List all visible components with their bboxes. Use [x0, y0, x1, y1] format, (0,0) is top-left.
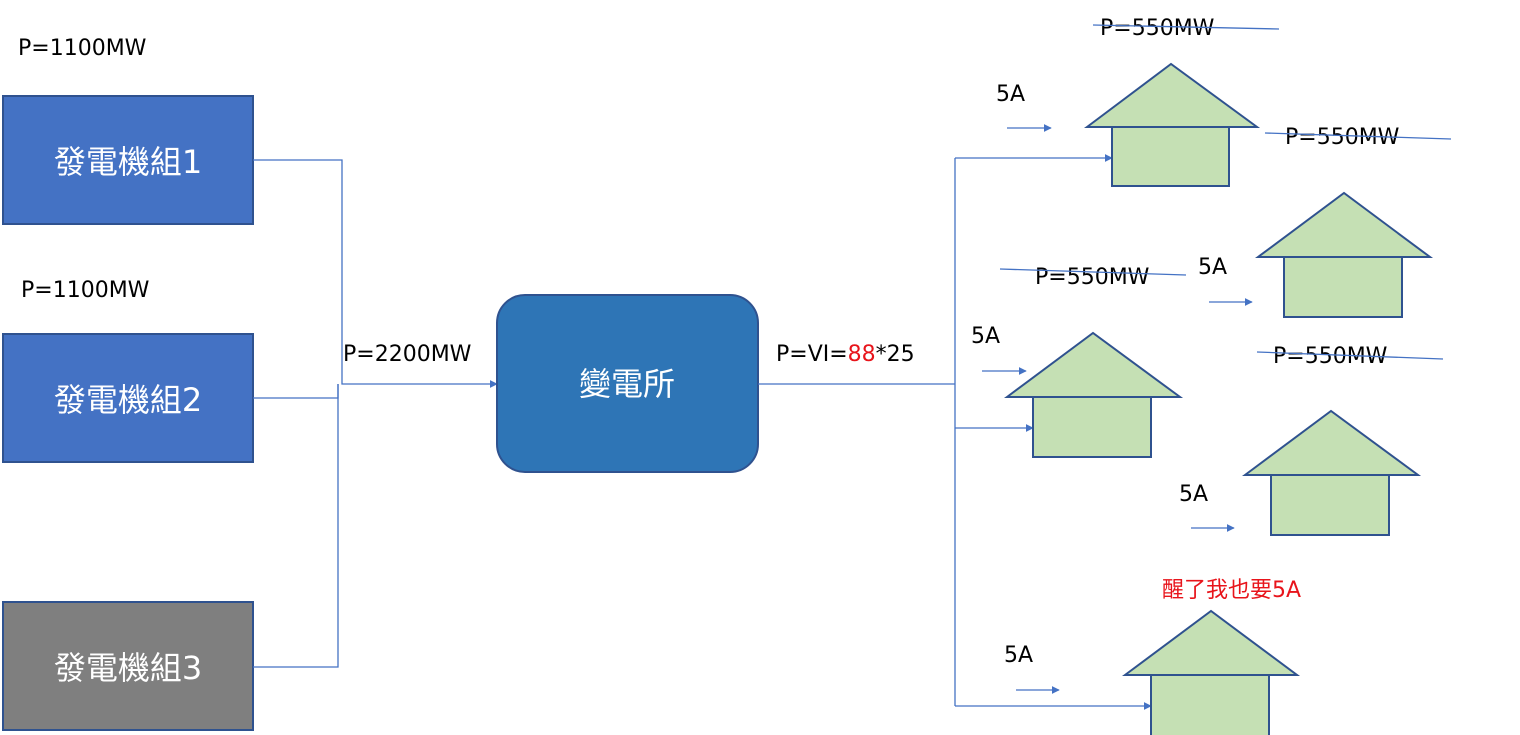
- generator-3: 發電機組3: [2, 601, 254, 731]
- house-4-power-strike: [1256, 351, 1444, 360]
- house-5: [1121, 609, 1301, 735]
- house-4: [1241, 409, 1422, 536]
- extra-house-note-text: 醒了我也要: [1162, 578, 1272, 603]
- generator-1: 發電機組1: [2, 95, 254, 225]
- generator-1-name: 發電機組1: [54, 143, 202, 181]
- output-formula: P=VI=88*25: [776, 342, 915, 367]
- house-3-power-strike: [999, 268, 1187, 276]
- formula-prefix: P=VI=: [776, 342, 848, 367]
- house-2-roof: [1254, 191, 1434, 258]
- house-3-current-label: 5A: [971, 324, 1000, 349]
- house-4-body: [1270, 474, 1390, 536]
- formula-suffix: *25: [876, 342, 915, 367]
- house-5-current-label: 5A: [1004, 643, 1033, 668]
- generator-2: 發電機組2: [2, 333, 254, 463]
- generator-3-name: 發電機組3: [54, 649, 202, 687]
- house-1-current-label: 5A: [996, 82, 1025, 107]
- generator-1-power-label: P=1100MW: [18, 36, 147, 61]
- generator-2-power-label: P=1100MW: [21, 278, 150, 303]
- extra-house-note-current: 5A: [1272, 578, 1301, 603]
- house-5-body: [1150, 674, 1270, 735]
- house-2-current-label: 5A: [1198, 255, 1227, 280]
- house-2-power-label: P=550MW: [1285, 125, 1400, 150]
- house-5-roof: [1121, 609, 1301, 676]
- house-1-body: [1111, 126, 1230, 187]
- house-1-roof: [1084, 62, 1261, 128]
- house-4-current-label: 5A: [1179, 482, 1208, 507]
- generator-1-connector: [253, 159, 498, 388]
- house-1: [1084, 62, 1261, 187]
- substation: 變電所: [496, 294, 759, 473]
- house-2-power-strike: [1264, 132, 1452, 140]
- house-2-body: [1283, 256, 1403, 318]
- extra-house-note: 醒了我也要5A: [1162, 578, 1301, 603]
- generator-2-box: [2, 333, 254, 463]
- total-power-label: P=2200MW: [343, 342, 472, 367]
- house-2: [1254, 191, 1434, 318]
- generator-3-connector: [253, 384, 339, 668]
- generator-1-box: [2, 95, 254, 225]
- generator-3-box: [2, 601, 254, 731]
- house-1-power-strike: [1092, 24, 1280, 30]
- house-3-power-label: P=550MW: [1035, 265, 1150, 290]
- house-3-roof: [1003, 331, 1184, 398]
- house-1-power-label: P=550MW: [1100, 16, 1215, 41]
- house-3: [1003, 331, 1184, 458]
- formula-voltage: 88: [848, 342, 876, 367]
- generator-2-name: 發電機組2: [54, 381, 202, 419]
- generator-2-connector: [253, 384, 339, 399]
- house-4-roof: [1241, 409, 1422, 476]
- house-3-body: [1032, 396, 1152, 458]
- substation-name: 變電所: [579, 365, 675, 403]
